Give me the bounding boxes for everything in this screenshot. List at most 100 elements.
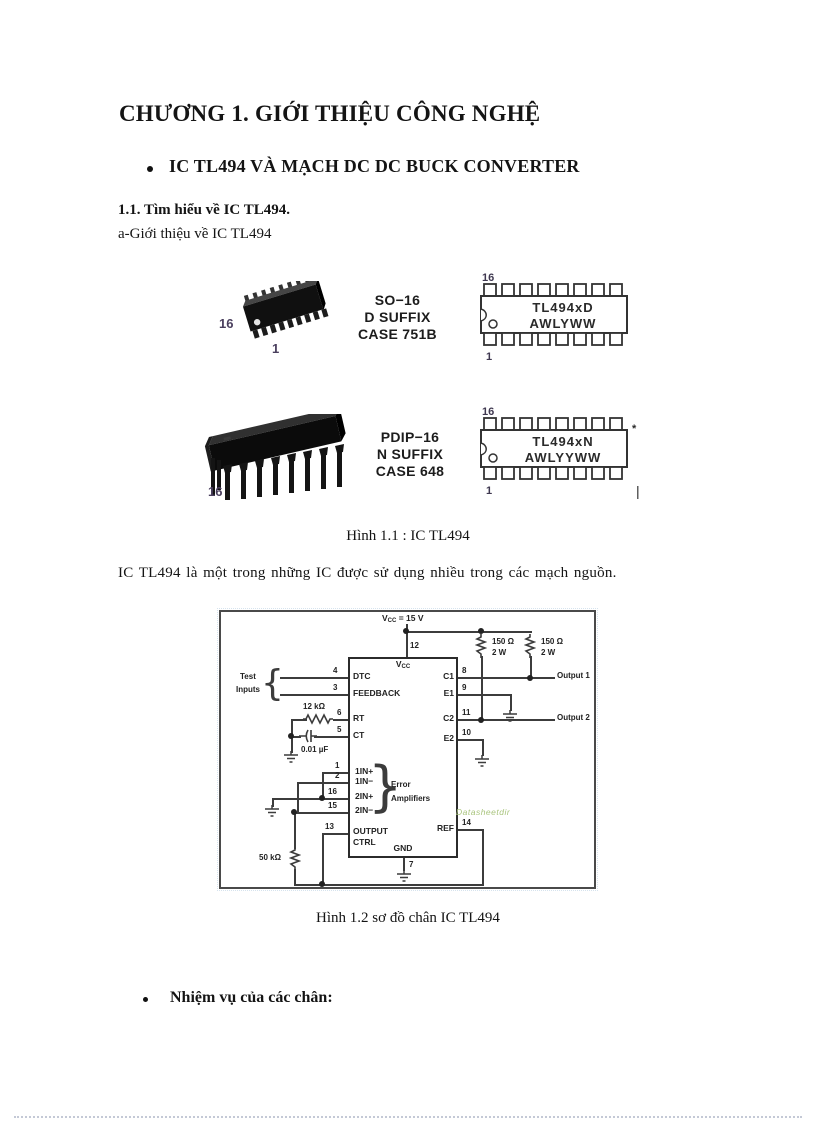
chapter-title: CHƯƠNG 1. GIỚI THIỆU CÔNG NGHỆ — [119, 101, 541, 126]
wire — [482, 739, 484, 756]
so16-package-name: SO−16 — [374, 292, 421, 308]
wire — [294, 812, 348, 814]
error-amplifiers-label: Amplifiers — [391, 794, 431, 803]
wire — [322, 772, 348, 774]
pin-number: 12 — [410, 641, 419, 650]
resistor-icon — [475, 634, 487, 658]
pdip16-pinout-diagram: 16 TL494xN AWLYYWW 1 — [480, 406, 628, 497]
figure1-caption: Hình 1.1 : IC TL494 — [346, 528, 470, 544]
so16-package-label: SO−16 D SUFFIX CASE 751B — [330, 292, 465, 343]
junction-dot — [403, 628, 409, 634]
ic-pin-label: 2IN− — [355, 805, 374, 815]
pdip16-3d-package-image — [204, 414, 346, 500]
wire — [458, 677, 555, 679]
wire — [314, 736, 348, 738]
figure-border — [217, 608, 598, 891]
ground-icon — [475, 755, 489, 767]
error-amplifiers-label: Error — [391, 780, 411, 789]
pin-number: 3 — [333, 683, 338, 692]
pdip16-package-name: PDIP−16 — [380, 429, 440, 445]
section-heading: 1.1. Tìm hiểu về IC TL494. — [118, 202, 290, 218]
ic-pin-label: 2IN+ — [355, 791, 374, 801]
resistor-value-label: 150 Ω — [541, 637, 563, 646]
resistor-wattage-label: 2 W — [541, 648, 556, 657]
junction-dot — [291, 809, 297, 815]
pin-number: 13 — [325, 822, 334, 831]
right-brace-glyph: } — [368, 755, 403, 818]
resistor-value-label: 12 kΩ — [303, 702, 325, 711]
wire — [458, 694, 511, 696]
ic-pin-label: E2 — [443, 733, 454, 743]
wire — [482, 829, 484, 886]
pdip16-package-suffix: N SUFFIX — [376, 446, 444, 462]
pdip16-package-case: CASE 648 — [375, 463, 445, 479]
ic-pin-label: CT — [353, 730, 365, 740]
test-inputs-label: Test — [240, 672, 256, 681]
wire — [322, 833, 324, 886]
page-break-dotted-line — [14, 1116, 802, 1118]
so16-pin1-number: 1 — [272, 341, 280, 356]
ic-pin-label: RT — [353, 713, 365, 723]
wire — [280, 677, 348, 679]
subsection-text: a-Giới thiệu về IC TL494 — [118, 226, 272, 242]
ic-tl494-body — [348, 657, 458, 858]
so16-pinout-diagram: 16 TL494xD AWLYWW 1 — [480, 272, 628, 363]
pin-number: 8 — [462, 666, 467, 675]
capacitor-icon — [299, 729, 317, 743]
wire — [291, 719, 293, 738]
wire — [280, 694, 348, 696]
so16-corner-pin-number: 16 — [219, 316, 234, 331]
wire — [458, 719, 555, 721]
resistor-wattage-label: 2 W — [492, 648, 507, 657]
ground-icon — [265, 805, 279, 817]
junction-dot — [319, 795, 325, 801]
wire — [272, 798, 274, 807]
wire — [322, 833, 348, 835]
topic-heading: IC TL494 VÀ MẠCH DC DC BUCK CONVERTER — [169, 156, 580, 176]
ic-pin-label: FEEDBACK — [353, 688, 401, 698]
junction-dot — [527, 675, 533, 681]
wire — [294, 869, 296, 886]
wire — [291, 736, 301, 738]
so16-package-suffix: D SUFFIX — [364, 309, 431, 325]
dip2-tick-mark: | — [636, 483, 640, 499]
pin-number: 2 — [335, 771, 340, 780]
wire — [322, 772, 324, 800]
pin-number: 4 — [333, 666, 338, 675]
ic-pin-label: CTRL — [353, 837, 376, 847]
ground-icon — [503, 710, 517, 722]
ic-vcc-label: VCC — [348, 660, 458, 670]
pin-number: 14 — [462, 818, 471, 827]
pin-number: 16 — [328, 787, 337, 796]
wire — [291, 719, 307, 721]
wire — [291, 738, 293, 753]
dip2-pin16-label: 16 — [482, 406, 494, 418]
wire — [333, 719, 348, 721]
ic-vcc-v: V — [395, 659, 402, 669]
supply-v-value: = 15 V — [398, 613, 424, 623]
watermark-text: Datasheetdir — [456, 807, 511, 817]
ic-pin-label: OUTPUT — [353, 826, 388, 836]
ic-pin-label: E1 — [443, 688, 454, 698]
wire — [458, 739, 484, 741]
resistor-icon — [289, 847, 301, 871]
pin-number: 7 — [409, 860, 414, 869]
ic-vcc-sub: CC — [401, 664, 411, 670]
supply-v: V — [382, 613, 388, 623]
wire — [458, 829, 484, 831]
resistor-icon — [303, 713, 333, 725]
resistor-icon — [524, 634, 536, 658]
so16-package-case: CASE 751B — [358, 326, 437, 342]
bullet-dot — [143, 997, 148, 1002]
supply-v-sub: CC — [387, 618, 397, 624]
dip1-pin1-label: 1 — [486, 351, 492, 363]
junction-dot — [478, 628, 484, 634]
wire — [406, 631, 532, 633]
pin-number: 9 — [462, 683, 467, 692]
left-brace-glyph: { — [261, 663, 284, 704]
pdip16-package-label: PDIP−16 N SUFFIX CASE 648 — [345, 429, 475, 480]
dip1-marking-line1: TL494xD — [532, 300, 593, 315]
dip2-marking-line2: AWLYYWW — [525, 450, 602, 465]
ic-pin-label: 1IN+ — [355, 766, 374, 776]
pin-number: 6 — [337, 708, 342, 717]
